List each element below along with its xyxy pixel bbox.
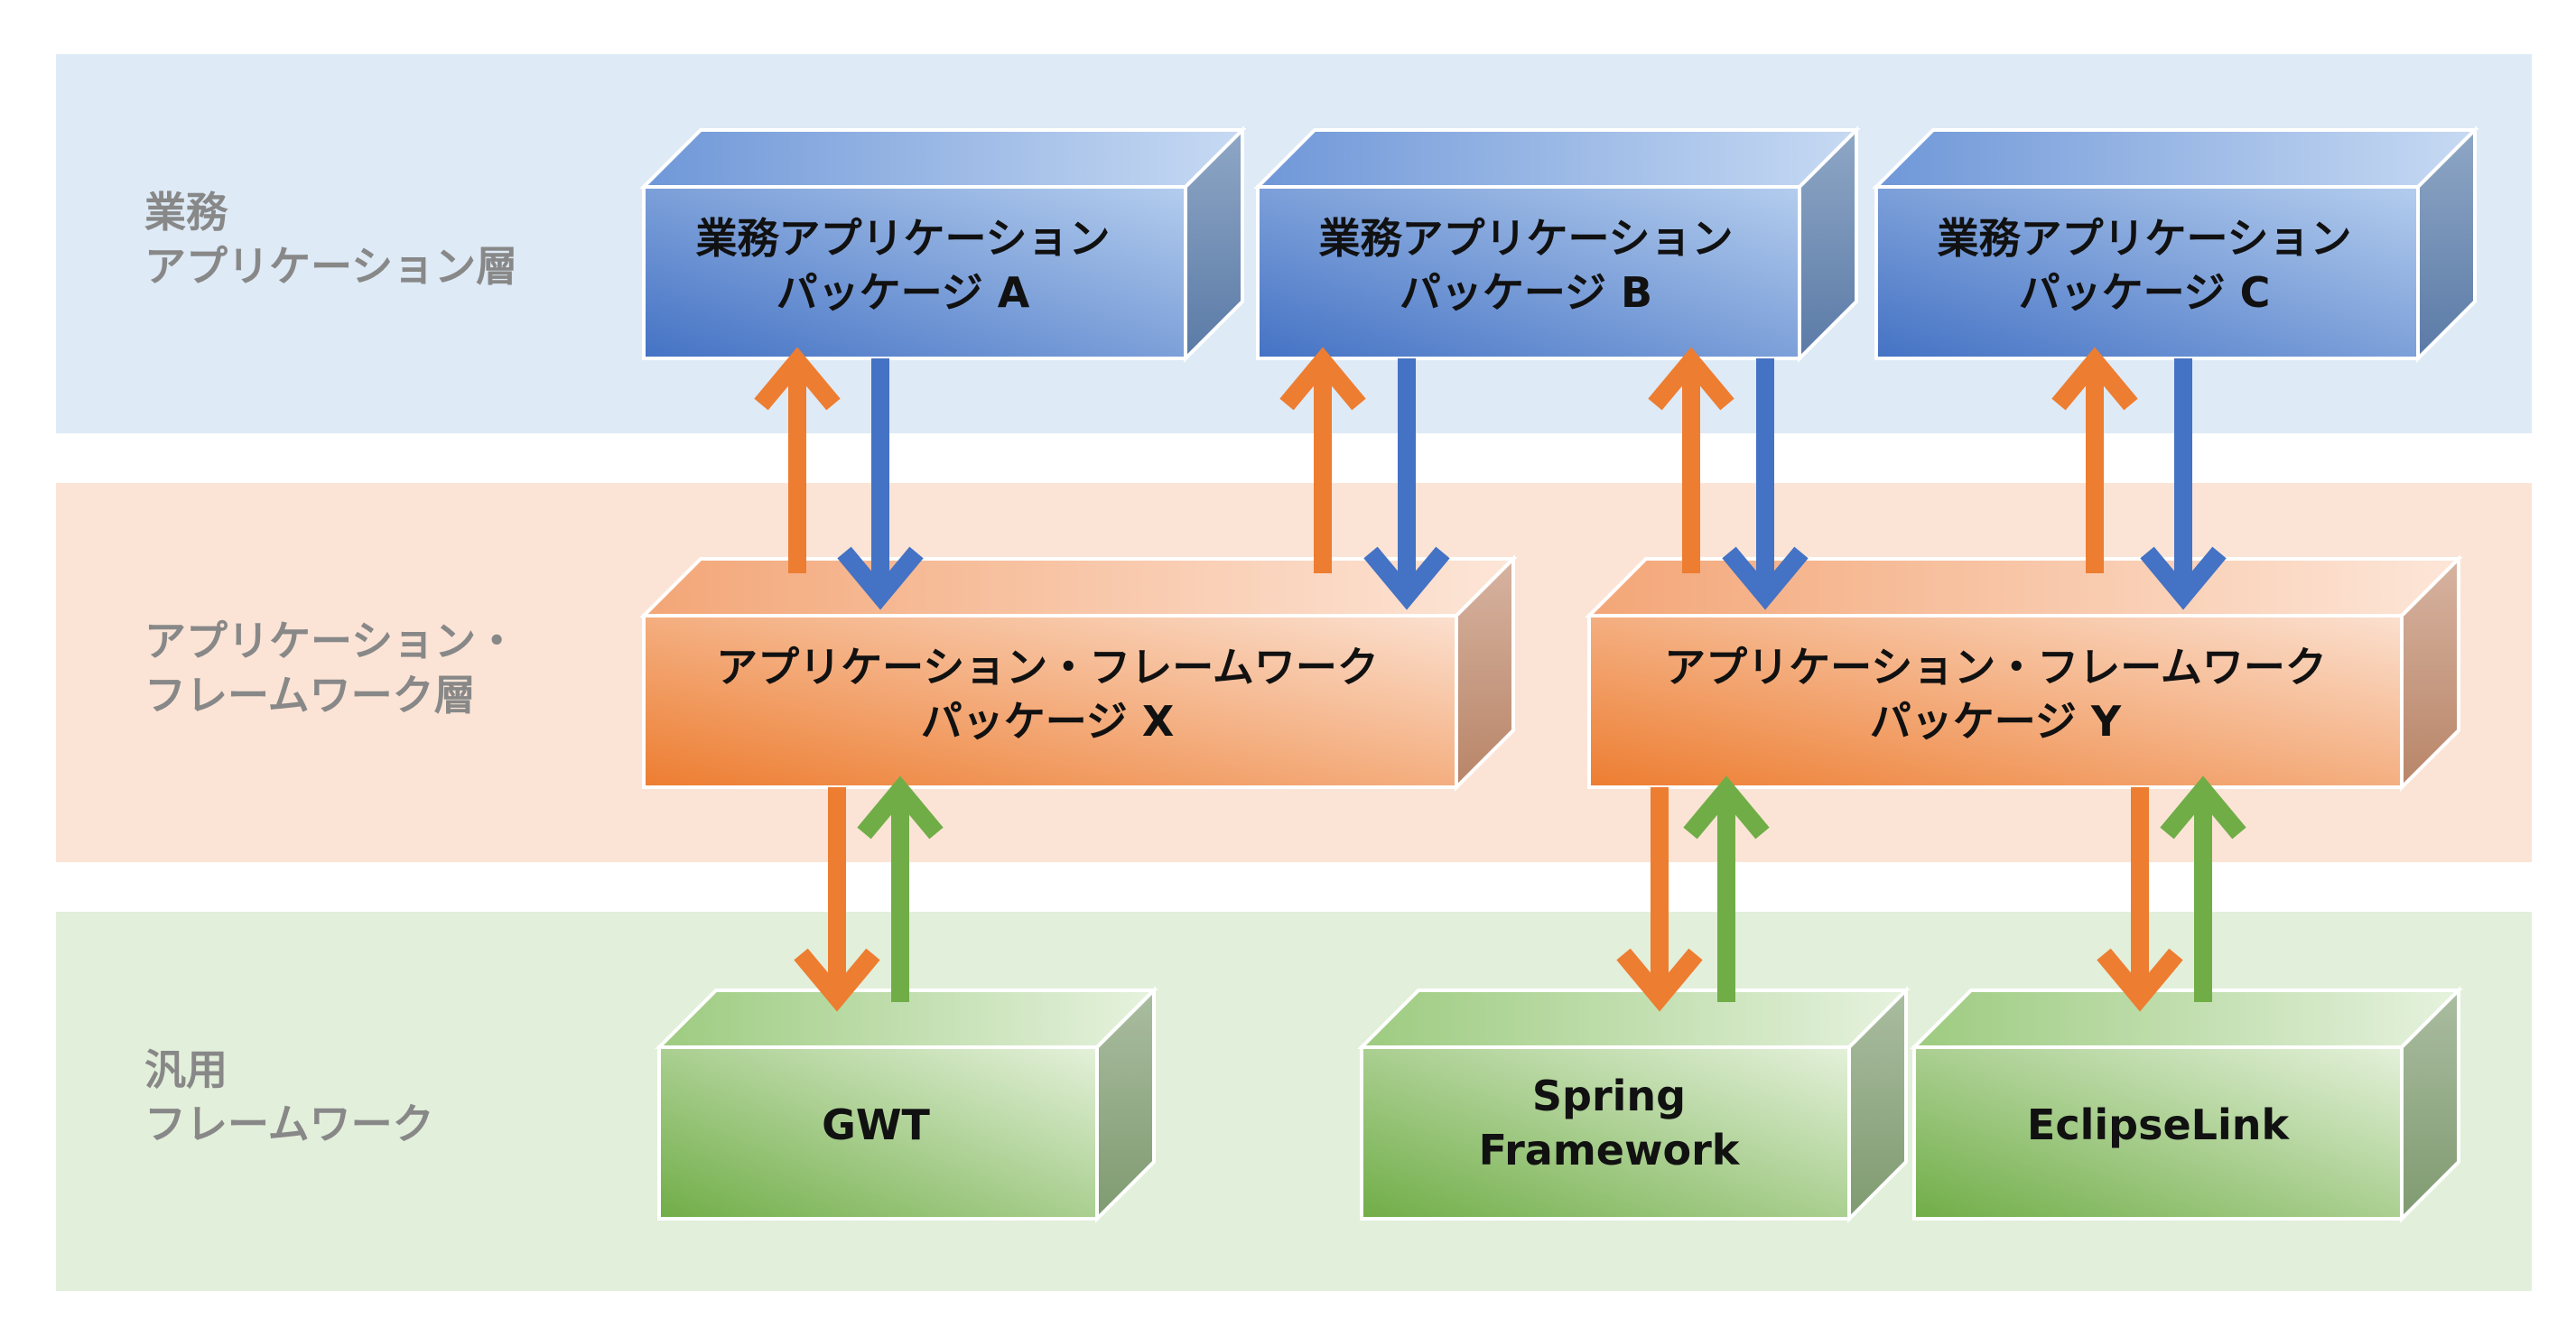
gwt-label: GWT	[822, 1100, 930, 1149]
spring-line2: Framework	[1479, 1126, 1741, 1175]
spring-box-top-face	[1357, 989, 1911, 1049]
package-a-line1: 業務アプリケーション	[695, 214, 1110, 263]
package-x-line2: パッケージ X	[921, 697, 1175, 746]
arrow-y-to-c	[2051, 347, 2138, 573]
package-c-line1: 業務アプリケーション	[1937, 214, 2351, 263]
package-b-box-top-face	[1253, 128, 1861, 189]
arrow-x-to-b	[1279, 347, 1366, 573]
eclipselink-box-top-face	[1910, 989, 2463, 1049]
package-c-box-top-face	[1872, 128, 2479, 189]
spring-box	[1357, 986, 1911, 1223]
eclipselink-box	[1910, 986, 2463, 1223]
package-c-box-front-face	[1874, 185, 2420, 360]
package-x-line1: アプリケーション・フレームワーク	[716, 643, 1379, 692]
gwt-box-front-face	[657, 1045, 1099, 1221]
arrow-a-to-x	[837, 358, 924, 610]
package-b-box	[1253, 125, 1861, 363]
arrow-y-to-b	[1648, 347, 1734, 573]
eclipselink-label: EclipseLink	[2027, 1100, 2291, 1149]
business-layer-label: 業務 アプリケーション層	[144, 188, 518, 291]
package-x-box	[639, 554, 1518, 792]
package-b-box-front-face	[1256, 185, 1801, 360]
spring-box-front-face	[1360, 1045, 1851, 1221]
package-y-line2: パッケージ Y	[1870, 697, 2122, 746]
arrow-b-to-y	[1722, 358, 1809, 610]
framework-layer-label: アプリケーション・ フレームワーク層	[144, 617, 518, 720]
package-b-line2: パッケージ B	[1400, 268, 1652, 317]
package-y-line1: アプリケーション・フレームワーク	[1664, 643, 2327, 692]
arrow-b-to-x	[1363, 358, 1450, 610]
arrow-x-to-gwt	[794, 787, 880, 1012]
package-x-box-front-face	[642, 614, 1458, 789]
package-c-box	[1872, 125, 2479, 363]
arrow-y-to-spring	[1616, 787, 1703, 1012]
package-y-box	[1585, 554, 2463, 792]
spring-line1: Spring	[1532, 1072, 1686, 1120]
eclipselink-box-front-face	[1912, 1045, 2404, 1221]
arrow-eclipselink-to-y	[2160, 775, 2246, 1002]
arrow-gwt-to-x	[857, 775, 944, 1002]
package-b-line1: 業務アプリケーション	[1318, 214, 1733, 263]
generic-layer-label: 汎用 フレームワーク	[144, 1045, 434, 1148]
package-a-box-top-face	[639, 128, 1247, 189]
package-y-box-front-face	[1587, 614, 2404, 789]
package-y-box-top-face	[1585, 557, 2463, 617]
arrow-c-to-y	[2140, 358, 2227, 610]
arrow-spring-to-y	[1683, 775, 1770, 1002]
package-a-box	[639, 125, 1247, 363]
package-a-box-front-face	[642, 185, 1187, 360]
gwt-box	[655, 986, 1158, 1223]
arrow-y-to-eclipselink	[2097, 787, 2183, 1012]
arrow-x-to-a	[754, 347, 841, 573]
package-c-line2: パッケージ C	[2019, 268, 2271, 317]
package-a-line2: パッケージ A	[777, 268, 1030, 317]
